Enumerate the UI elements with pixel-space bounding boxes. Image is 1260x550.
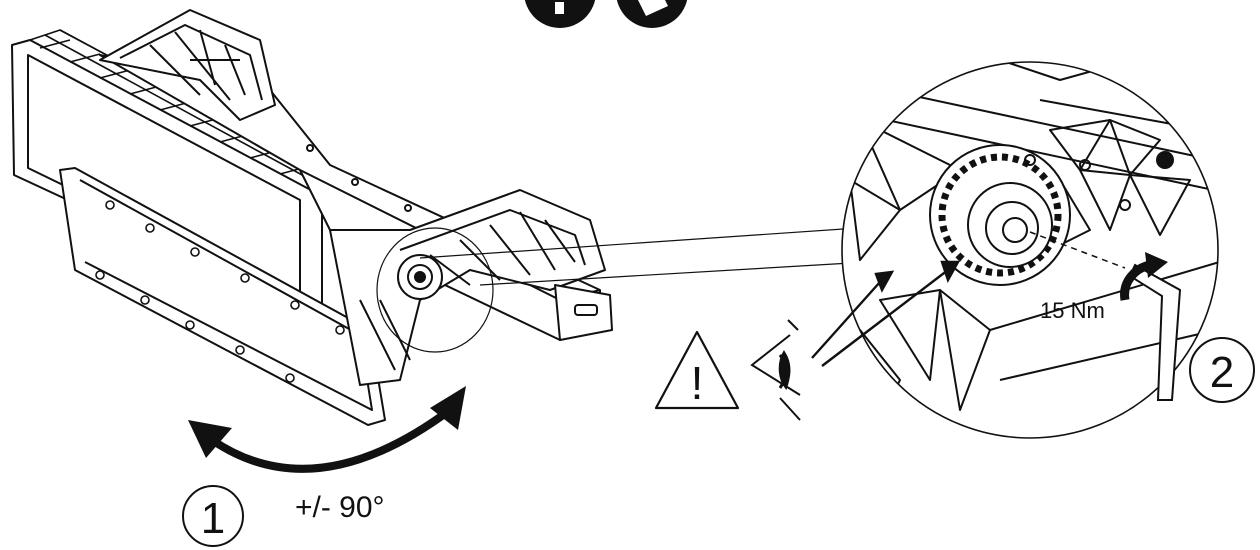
rotation-arrow — [188, 386, 466, 473]
torque-label: 15 Nm — [1040, 298, 1105, 323]
torque-arrow — [1120, 252, 1168, 301]
tool-icon — [524, 0, 596, 28]
svg-text:1: 1 — [201, 494, 225, 543]
warning-icon: ! — [654, 330, 740, 410]
rotation-angle-label: +/- 90° — [295, 491, 385, 524]
step-1-marker: 1 — [182, 485, 244, 547]
step-2-marker: 2 — [1189, 337, 1255, 403]
luminaire-assembly — [11, 9, 613, 426]
detail-circle — [376, 227, 494, 353]
zoom-connector — [419, 227, 869, 286]
svg-text:2: 2 — [1210, 348, 1234, 397]
svg-text:!: ! — [691, 357, 704, 409]
lower-led-panel — [59, 167, 386, 426]
fixture-icon — [616, 0, 688, 28]
upper-bracket — [99, 9, 276, 121]
inspection-arrows — [811, 260, 961, 367]
eye-icon — [750, 319, 801, 421]
